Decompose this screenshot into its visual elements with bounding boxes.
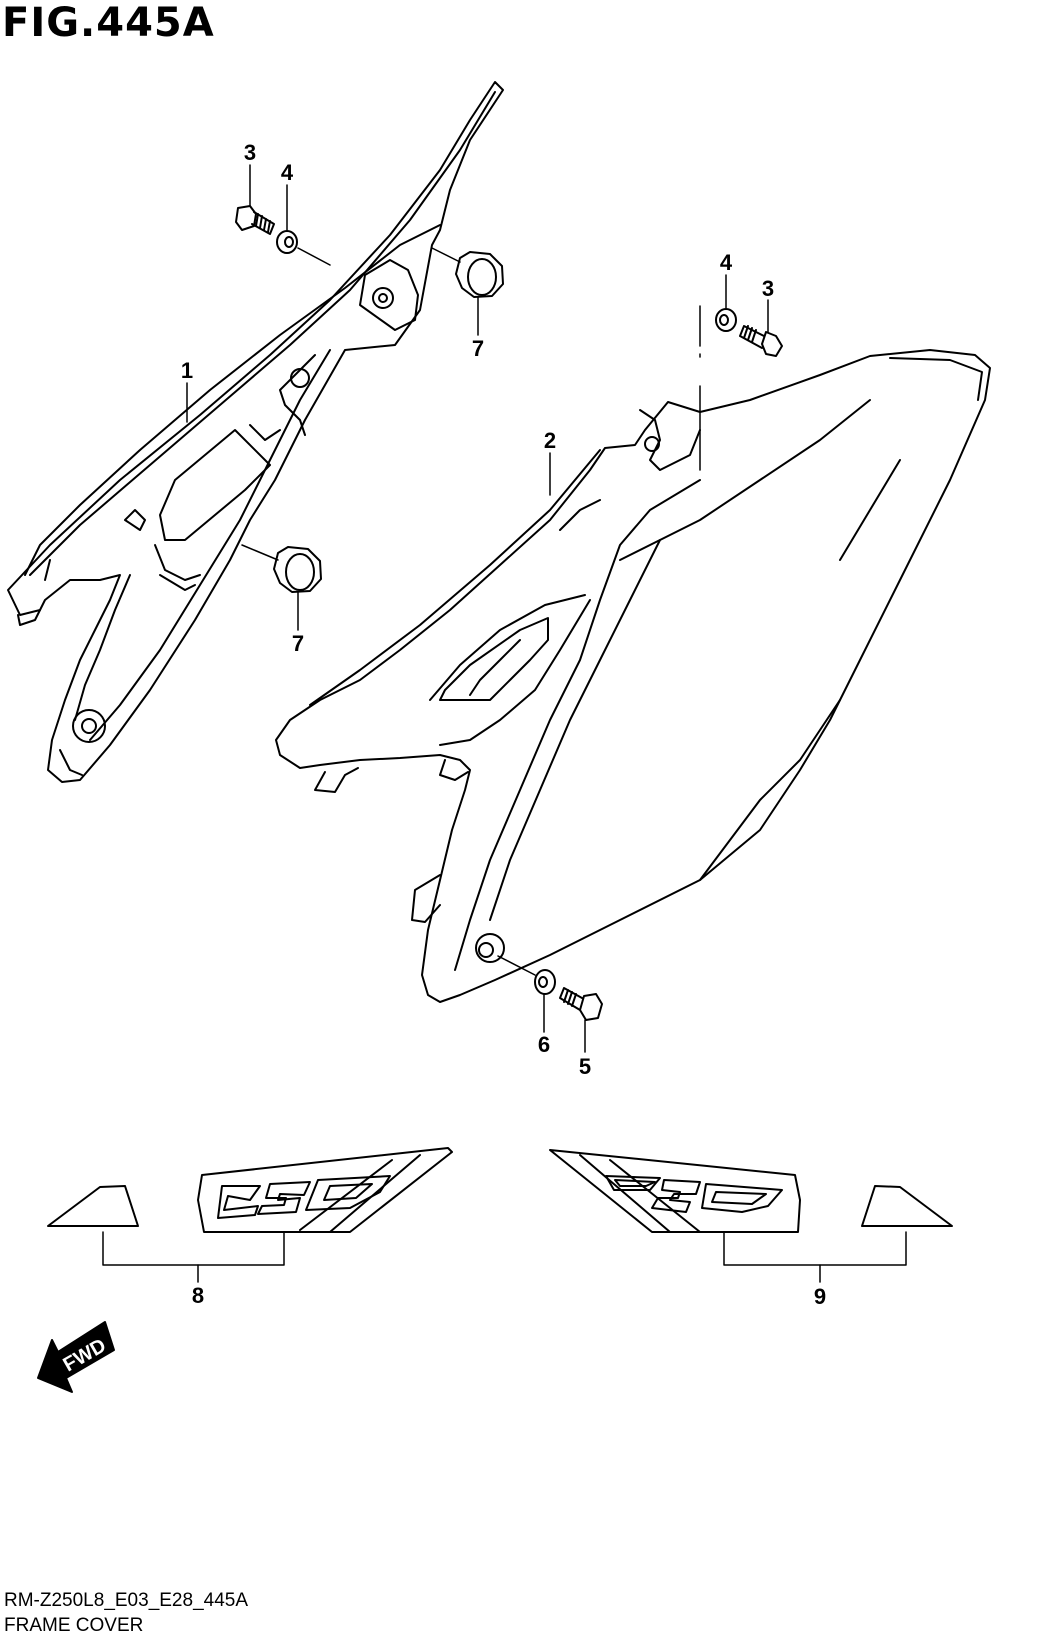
grommet-icon <box>273 546 322 593</box>
washer-icon <box>276 230 298 254</box>
emblem-decal-left <box>47 1147 453 1233</box>
fwd-arrow-icon: FWD <box>37 1321 115 1393</box>
callout-3-right: 3 <box>762 276 774 301</box>
callout-2: 2 <box>544 428 556 453</box>
callout-4-right: 4 <box>720 250 733 275</box>
bolt-icon <box>559 987 603 1021</box>
leader-lines <box>102 164 907 1283</box>
emblem-decal-right <box>549 1149 953 1233</box>
callout-9: 9 <box>814 1284 826 1309</box>
bolt-icon <box>235 205 275 235</box>
washer-icon <box>715 308 737 332</box>
callout-3-left: 3 <box>244 140 256 165</box>
callout-8: 8 <box>192 1283 204 1308</box>
frame-cover-right <box>275 349 991 1003</box>
model-code: RM-Z250L8_E03_E28_445A <box>4 1590 249 1611</box>
grommet-icon <box>455 251 504 298</box>
callout-1: 1 <box>181 358 193 383</box>
frame-cover-left <box>7 81 504 783</box>
callout-5: 5 <box>579 1054 591 1079</box>
callout-6: 6 <box>538 1032 550 1057</box>
callout-7-lower: 7 <box>292 631 304 656</box>
washer-icon <box>534 969 556 995</box>
callout-7-upper: 7 <box>472 336 484 361</box>
bolt-icon <box>739 325 783 357</box>
section-name: FRAME COVER <box>4 1615 144 1636</box>
figure-title: FIG.445A <box>2 0 215 46</box>
callout-4-left: 4 <box>281 160 294 185</box>
